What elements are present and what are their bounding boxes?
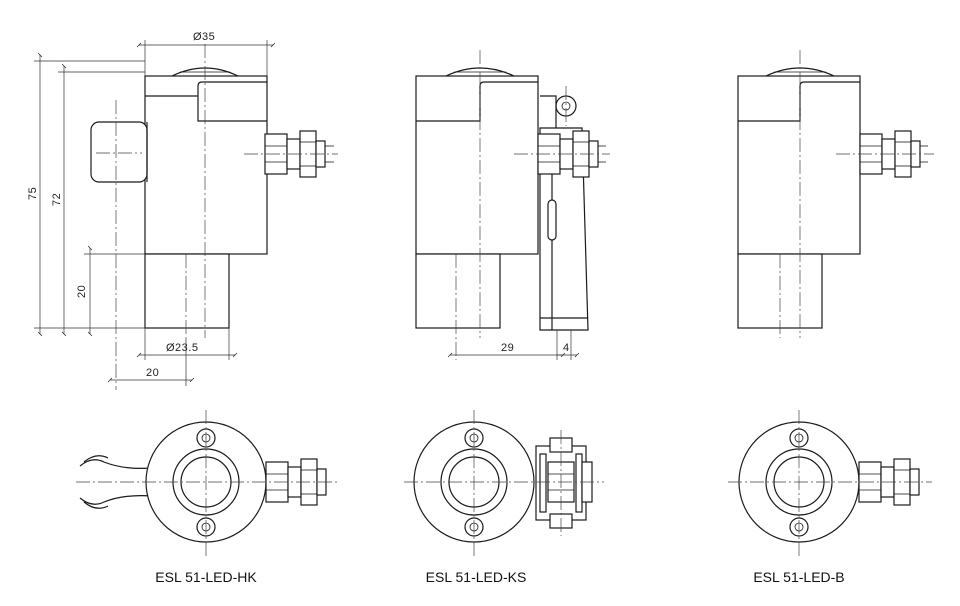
front-view-hk — [90, 44, 338, 390]
dim-w4: 4 — [563, 342, 570, 354]
model-label-hk: ESL 51-LED-HK — [155, 569, 257, 585]
dim-d23-5: Ø23.5 — [166, 342, 198, 354]
front-view-b — [737, 50, 934, 338]
top-view-ks — [404, 410, 604, 556]
front-view-ks — [415, 50, 610, 360]
model-label-ks: ESL 51-LED-KS — [425, 569, 527, 585]
dim-w29: 29 — [501, 342, 514, 354]
dim-h75: 75 — [27, 187, 39, 200]
top-view-b — [728, 410, 932, 556]
model-label-b: ESL 51-LED-B — [753, 569, 845, 585]
dimensions-hk — [34, 40, 276, 386]
dimensions-ks — [447, 330, 580, 360]
top-view-hk — [76, 410, 340, 556]
dim-w20: 20 — [146, 367, 159, 379]
dim-d35: Ø35 — [193, 31, 215, 43]
dim-h20: 20 — [76, 285, 88, 298]
dim-h72: 72 — [51, 193, 63, 206]
